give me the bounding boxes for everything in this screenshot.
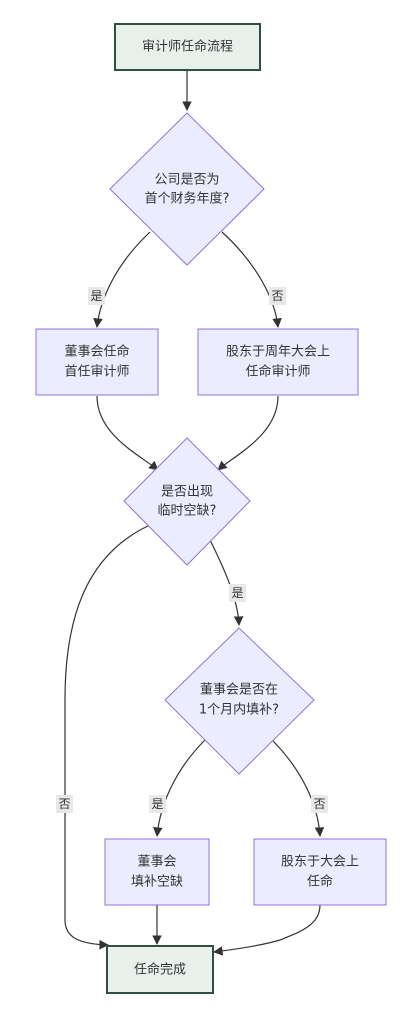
node-start: 审计师任命流程	[114, 23, 261, 71]
edge-fill-no	[271, 739, 325, 837]
edge-label-fill-no: 否	[311, 795, 328, 813]
node-label-line-1: 股东于大会上	[281, 855, 359, 870]
edge-first-year-yes	[93, 231, 151, 328]
edge-label-text: 是	[151, 797, 163, 811]
node-label-line-1: 股东于周年大会上	[226, 345, 330, 360]
edge-label-text: 是	[231, 586, 243, 600]
process-box	[197, 328, 359, 396]
node-agm-appoint: 股东于周年大会上 任命审计师	[197, 328, 359, 396]
node-label-line-2: 首任审计师	[64, 365, 129, 380]
edge-label-text: 是	[90, 289, 102, 303]
node-label-line-2: 任命	[307, 874, 333, 890]
edge-label-fill-yes: 是	[149, 795, 166, 813]
node-vacancy-decision: 是否出现 临时空缺?	[123, 437, 251, 566]
edge-label-bg	[269, 287, 286, 305]
process-box	[35, 328, 159, 396]
edge-label-vacancy-no: 否	[56, 795, 73, 813]
edge-first-year-no	[221, 231, 282, 328]
process-box	[104, 838, 210, 906]
edge-label-bg	[149, 795, 166, 813]
node-label-line-1: 董事会	[137, 855, 176, 870]
edge-label-bg	[311, 795, 328, 813]
edge-label-first-year-yes: 是	[88, 287, 105, 305]
node-label-line-1: 董事会是否在	[200, 683, 278, 698]
edge-label-first-year-no: 否	[269, 287, 286, 305]
edge-fill-yes	[153, 739, 206, 837]
edge-shareholder-to-done	[213, 904, 321, 956]
node-fill-decision: 董事会是否在 1个月内填补?	[164, 627, 315, 775]
node-label-line-1: 董事会任命	[64, 344, 129, 360]
edge-vacancy-yes	[209, 539, 244, 626]
edge-labels: 是 否 是 否 是 否	[56, 287, 328, 813]
node-done: 任命完成	[106, 945, 214, 994]
edge-agm-to-vacancy	[217, 395, 279, 471]
node-board-fill: 董事会 填补空缺	[104, 838, 210, 906]
node-board-appoint-first: 董事会任命 首任审计师	[35, 328, 159, 396]
nodes: 审计师任命流程 公司是否为 首个财务年度? 董事会任命 首任审计师 股东于周年大…	[35, 23, 387, 994]
node-label-line-2: 1个月内填补?	[199, 702, 279, 718]
node-first-year-decision: 公司是否为 首个财务年度?	[109, 112, 265, 266]
terminal-box	[114, 23, 261, 71]
edge-label-text: 否	[313, 797, 325, 811]
process-box	[253, 838, 387, 906]
node-label-line-2: 临时空缺?	[158, 504, 217, 519]
edge-label-vacancy-yes: 是	[229, 584, 246, 602]
node-shareholder-appoint: 股东于大会上 任命	[253, 838, 387, 906]
node-label-line-2: 任命审计师	[245, 364, 310, 380]
terminal-box	[106, 945, 214, 994]
edge-board-to-vacancy	[96, 395, 159, 471]
node-label: 任命完成	[134, 962, 186, 978]
edge-label-bg	[56, 795, 73, 813]
edge-label-bg	[88, 287, 105, 305]
node-label-line-1: 是否出现	[161, 485, 213, 500]
node-label-line-1: 公司是否为	[154, 173, 219, 188]
decision-diamond	[164, 627, 315, 775]
node-label-line-2: 首个财务年度?	[145, 191, 230, 207]
edge-label-text: 否	[271, 289, 283, 303]
decision-diamond	[123, 437, 251, 566]
decision-diamond	[109, 112, 265, 266]
node-label-line-2: 填补空缺	[131, 875, 183, 890]
edge-label-bg	[229, 584, 246, 602]
node-label: 审计师任命流程	[142, 39, 233, 55]
edge-label-text: 否	[58, 797, 70, 811]
edge-vacancy-no	[64, 524, 151, 950]
